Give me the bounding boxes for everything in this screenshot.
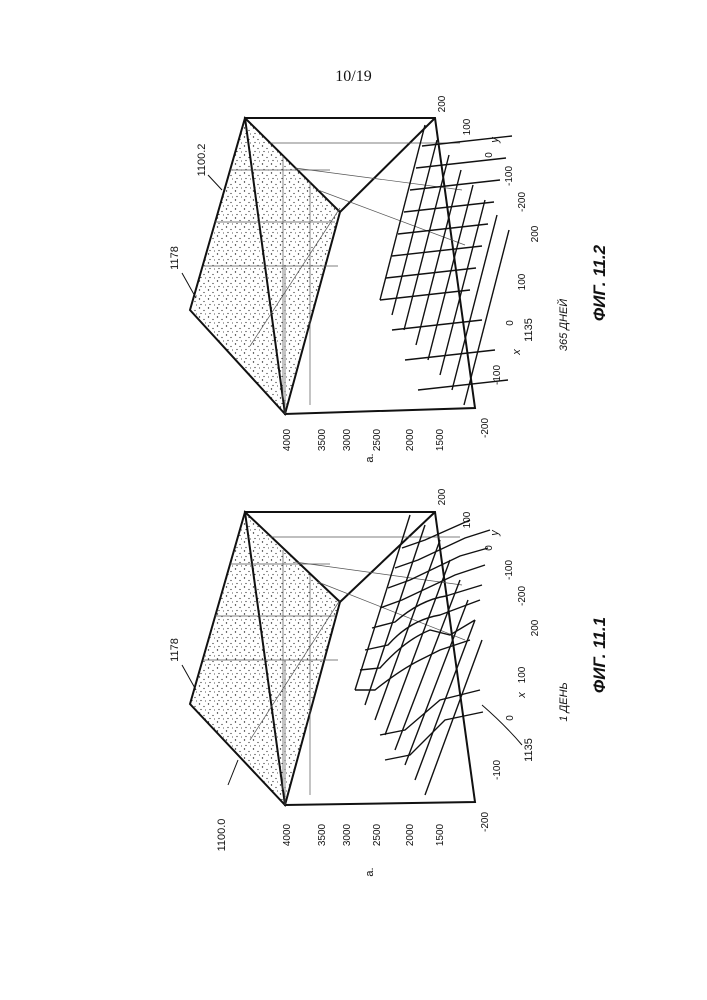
x-tick-minus100: -100 [492, 760, 503, 780]
figure-11-1: 1100.0 1178 1135 a. 4000 3500 3000 2500 … [169, 488, 609, 876]
surface-box [190, 512, 475, 805]
x-tick-minus100: -100 [492, 365, 503, 385]
flat-mesh-1135 [380, 125, 512, 405]
v-tick-1500: 1500 [435, 428, 446, 451]
figure-11-2: 1100.2 1178 1135 a. 4000 3500 3000 2500 … [169, 95, 609, 462]
time-label: 1 ДЕНЬ [558, 682, 570, 721]
y-tick-minus100: -100 [504, 560, 515, 580]
y-axis-label: y [489, 529, 501, 537]
v-tick-2000: 2000 [405, 428, 416, 451]
deformed-mesh-1135 [355, 515, 490, 795]
x-tick-minus200: -200 [480, 418, 491, 438]
x-tick-minus200: -200 [480, 812, 491, 832]
v-tick-2500: 2500 [372, 823, 383, 846]
y-tick-100: 100 [462, 118, 473, 135]
layer-ref-label: 1178 [169, 638, 181, 662]
x-tick-200: 200 [530, 225, 541, 242]
x-axis-label: x [516, 692, 528, 699]
v-tick-1500: 1500 [435, 823, 446, 846]
mesh-ref-label: 1135 [523, 318, 535, 342]
x-tick-200: 200 [530, 619, 541, 636]
y-tick-200: 200 [437, 95, 448, 112]
v-tick-3000: 3000 [342, 428, 353, 451]
y-tick-100: 100 [462, 511, 473, 528]
layer-ref-label: 1178 [169, 246, 181, 270]
v-tick-3000: 3000 [342, 823, 353, 846]
y-tick-minus200: -200 [517, 586, 528, 606]
y-tick-minus100: -100 [504, 166, 515, 186]
x-tick-0: 0 [505, 320, 516, 326]
v-tick-3500: 3500 [317, 428, 328, 451]
v-tick-2000: 2000 [405, 823, 416, 846]
figure-caption: ФИГ. 11.2 [590, 244, 609, 321]
y-tick-0: 0 [484, 545, 495, 551]
time-label: 365 ДНЕЙ [557, 299, 570, 351]
y-tick-0: 0 [484, 152, 495, 158]
figure-ref-label: 1100.2 [196, 144, 208, 177]
y-tick-minus200: -200 [517, 192, 528, 212]
x-axis-label: x [511, 349, 523, 356]
x-tick-0: 0 [505, 715, 516, 721]
figure-caption: ФИГ. 11.1 [590, 617, 609, 693]
x-tick-100: 100 [517, 666, 528, 683]
v-tick-4000: 4000 [282, 428, 293, 451]
surface-box [190, 118, 475, 414]
v-tick-3500: 3500 [317, 823, 328, 846]
v-tick-4000: 4000 [282, 823, 293, 846]
figure-ref-label: 1100.0 [216, 819, 228, 852]
vertical-axis-label: a. [364, 453, 376, 462]
v-tick-2500: 2500 [372, 428, 383, 451]
vertical-axis-label: a. [364, 867, 376, 876]
mesh-ref-label: 1135 [523, 738, 535, 762]
y-tick-200: 200 [437, 488, 448, 505]
x-tick-100: 100 [517, 273, 528, 290]
